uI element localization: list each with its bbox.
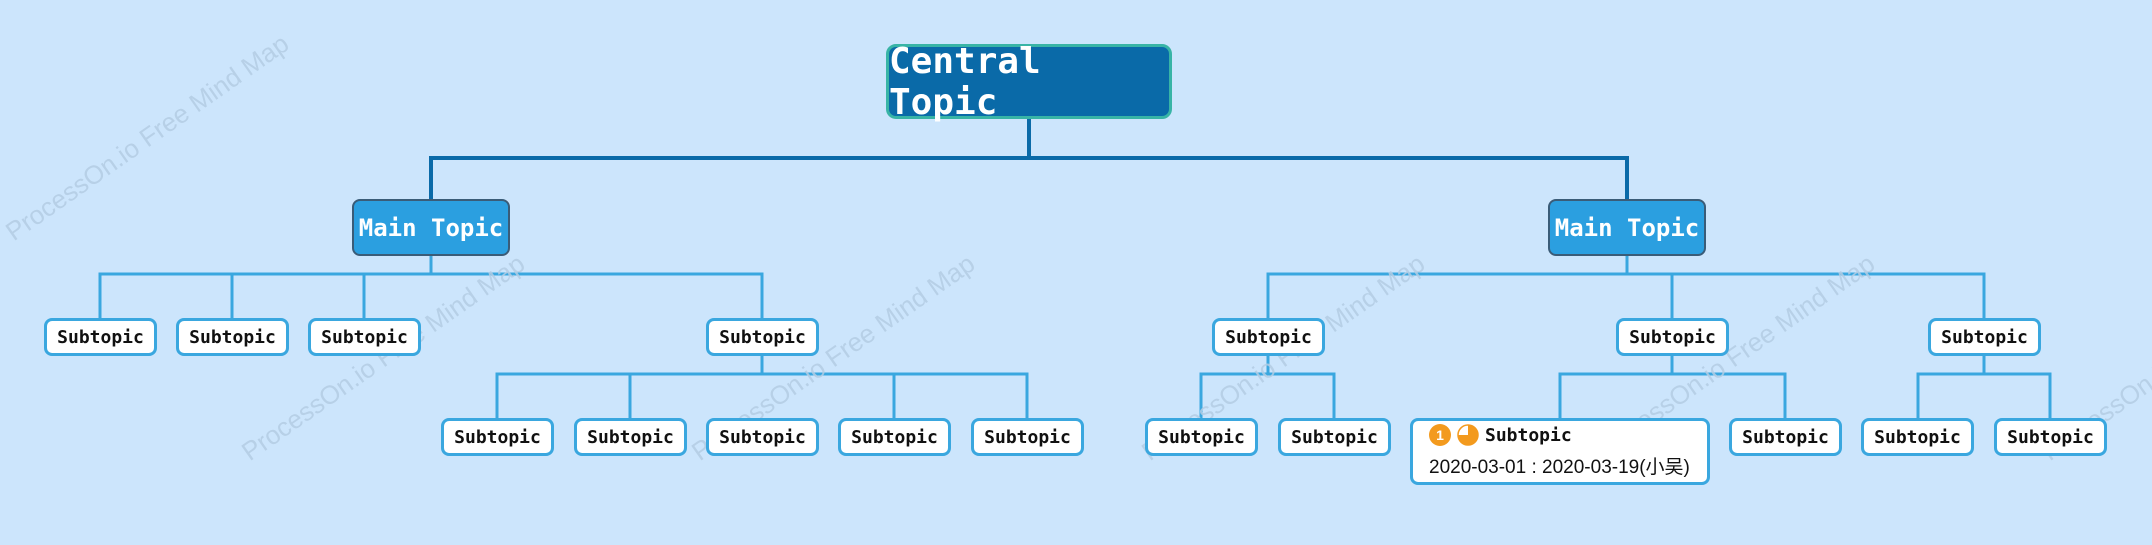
subtopic[interactable]: Subtopic [1278, 418, 1391, 456]
subtopic[interactable]: Subtopic [1729, 418, 1842, 456]
task-header: 1 Subtopic [1429, 424, 1572, 446]
subtopic[interactable]: Subtopic [1861, 418, 1974, 456]
subtopic[interactable]: Subtopic [1928, 318, 2041, 356]
subtopic[interactable]: Subtopic [1994, 418, 2107, 456]
subtopic[interactable]: Subtopic [441, 418, 554, 456]
task-dates: 2020-03-01 : 2020-03-19(小吴) [1429, 457, 1690, 478]
priority-1-icon: 1 [1429, 424, 1451, 446]
central-topic[interactable]: Central Topic [886, 41, 1172, 123]
subtopic[interactable]: Subtopic [176, 318, 289, 356]
subtopic[interactable]: Subtopic [308, 318, 421, 356]
subtopic[interactable]: Subtopic [971, 418, 1084, 456]
subtopic[interactable]: Subtopic [706, 318, 819, 356]
progress-75-icon [1457, 424, 1479, 446]
subtopic[interactable]: Subtopic [44, 318, 157, 356]
subtopic-label: Subtopic [1485, 424, 1572, 446]
subtopic[interactable]: Subtopic [574, 418, 687, 456]
subtopic[interactable]: Subtopic [838, 418, 951, 456]
main-topic-right[interactable]: Main Topic [1548, 199, 1706, 256]
main-topic-left[interactable]: Main Topic [352, 199, 510, 256]
subtopic[interactable]: Subtopic [1212, 318, 1325, 356]
subtopic[interactable]: Subtopic [706, 418, 819, 456]
subtopic[interactable]: Subtopic [1616, 318, 1729, 356]
subtopic[interactable]: Subtopic [1145, 418, 1258, 456]
subtopic-task[interactable]: 1 Subtopic 2020-03-01 : 2020-03-19(小吴) [1410, 418, 1710, 485]
